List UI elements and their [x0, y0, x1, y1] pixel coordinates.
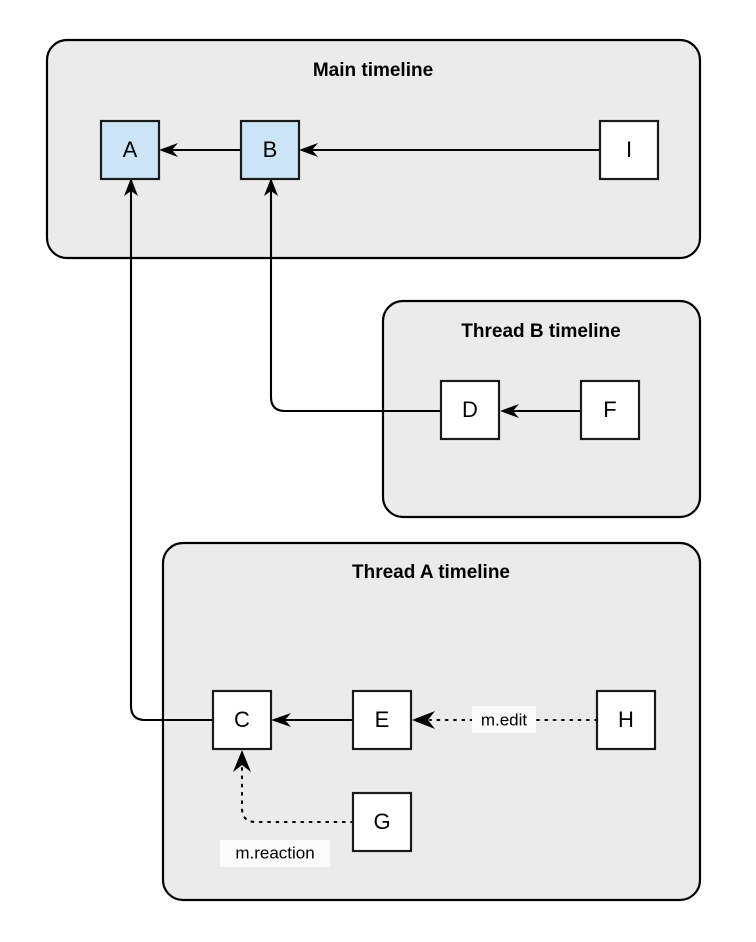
node-d-box[interactable] — [439, 379, 501, 441]
node-e-box[interactable] — [351, 689, 413, 751]
node-d-label: D — [462, 397, 478, 422]
edge-f-to-d — [500, 404, 581, 418]
node-e-label: E — [375, 707, 390, 732]
m-edit-label: m.edit — [481, 710, 528, 729]
edge-b-to-a — [159, 143, 241, 157]
node-c-box[interactable] — [211, 689, 273, 751]
edge-b-to-a-arrowhead — [159, 143, 178, 157]
edge-h-to-e-arrowhead — [412, 711, 435, 729]
node-i-label: I — [626, 137, 632, 162]
edge-i-to-b-arrowhead — [299, 143, 318, 157]
container-thread-a-timeline: Thread A timeline — [161, 541, 702, 902]
node-b[interactable]: B — [239, 119, 301, 181]
node-e[interactable]: E — [351, 689, 413, 751]
node-g-label: G — [373, 809, 390, 834]
node-h-label: H — [618, 707, 634, 732]
thread-a-timeline-title: Thread A timeline — [352, 562, 510, 583]
edge-i-to-b — [299, 143, 600, 157]
edge-c-to-a-arrowhead — [124, 178, 138, 196]
thread-b-timeline-box — [381, 299, 702, 519]
node-b-box[interactable] — [239, 119, 301, 181]
node-c[interactable]: C — [211, 689, 273, 751]
edge-e-to-c-arrowhead — [271, 713, 291, 727]
node-h[interactable]: H — [595, 689, 657, 751]
edge-g-to-c-arrowhead — [233, 750, 251, 772]
node-i-box[interactable] — [598, 119, 660, 181]
edge-e-to-c — [271, 713, 353, 727]
node-i[interactable]: I — [598, 119, 660, 181]
edge-d-to-b — [264, 178, 441, 413]
thread-a-timeline-box — [161, 541, 702, 902]
m-reaction-label: m.reaction — [235, 843, 314, 862]
edge-c-to-a — [124, 178, 213, 722]
node-a-label: A — [123, 137, 138, 162]
node-f-box[interactable] — [579, 379, 641, 441]
node-d[interactable]: D — [439, 379, 501, 441]
node-g-box[interactable] — [351, 791, 413, 853]
node-a[interactable]: A — [99, 119, 161, 181]
container-thread-b-timeline: Thread B timeline — [381, 299, 702, 519]
edge-c-to-a-line — [129, 190, 213, 722]
node-h-box[interactable] — [595, 689, 657, 751]
edge-g-to-c: m.reaction — [220, 750, 355, 867]
thread-b-timeline-title: Thread B timeline — [461, 321, 620, 342]
node-g[interactable]: G — [351, 791, 413, 853]
main-timeline-title: Main timeline — [313, 60, 433, 81]
m-reaction-label-background — [220, 840, 330, 867]
edge-f-to-d-arrowhead — [500, 404, 519, 418]
edge-d-to-b-arrowhead — [264, 178, 278, 196]
node-f-label: F — [603, 397, 616, 422]
node-a-box[interactable] — [99, 119, 161, 181]
edge-h-to-e: m.edit — [412, 706, 599, 733]
m-edit-label-background — [472, 706, 536, 733]
edge-d-to-b-line — [269, 190, 441, 413]
edge-g-to-c-line — [240, 764, 355, 824]
node-c-label: C — [234, 707, 250, 732]
node-f[interactable]: F — [579, 379, 641, 441]
node-b-label: B — [263, 137, 278, 162]
